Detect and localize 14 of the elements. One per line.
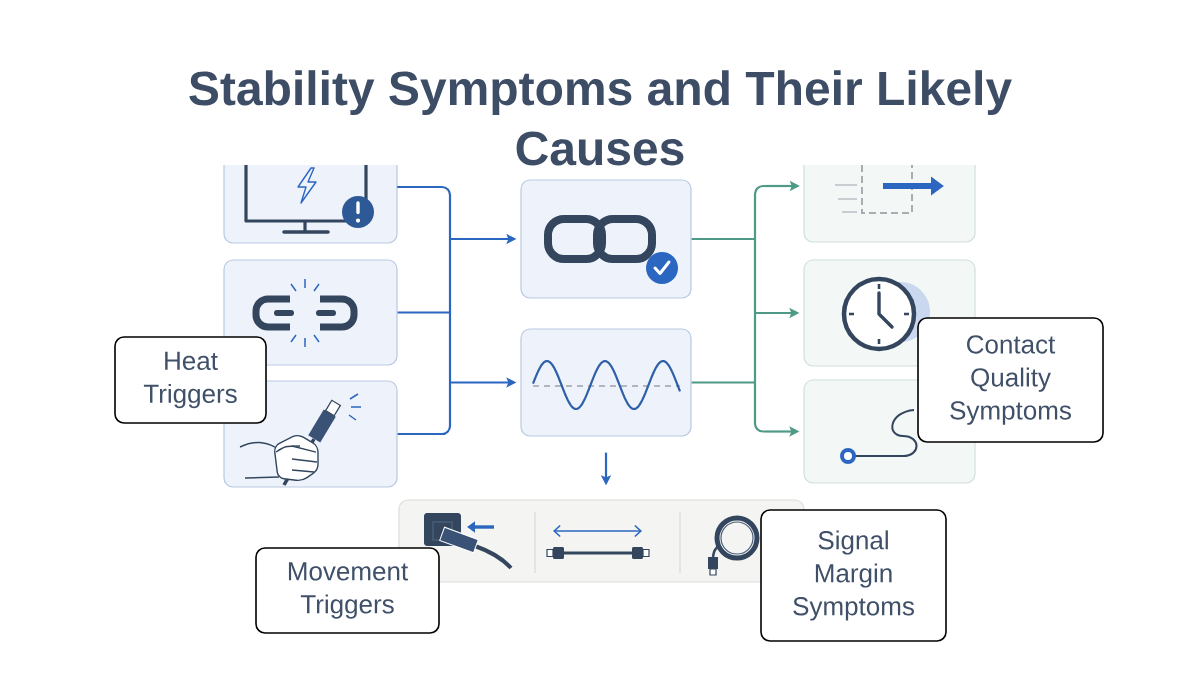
label-box: Contact Quality Symptoms — [917, 317, 1104, 443]
connector-line — [440, 185, 452, 436]
label-box: Signal Margin Symptoms — [760, 509, 947, 642]
label-box: Heat Triggers — [114, 336, 267, 424]
title: Stability Symptoms and Their Likely Causes — [189, 70, 1012, 166]
connector-line — [691, 237, 755, 241]
connector-line — [397, 311, 450, 314]
connector-line — [753, 184, 766, 433]
connector-line — [397, 185, 440, 189]
icon-tile — [803, 164, 976, 243]
connector-line — [397, 432, 440, 436]
label-box: Movement Triggers — [255, 547, 440, 634]
connector-line — [691, 381, 755, 384]
icon-tile — [520, 328, 692, 437]
